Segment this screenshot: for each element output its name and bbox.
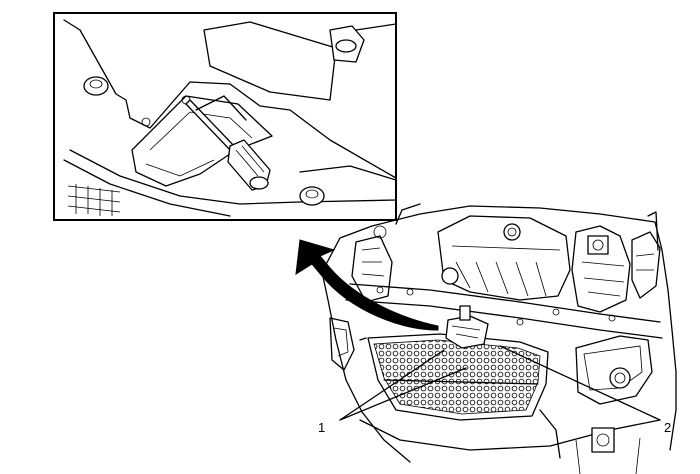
left-strut-area [351,225,393,303]
detail-inset [53,12,397,221]
left-headlamp [329,317,355,371]
right-headlamp [575,335,653,405]
screwdriver-icon [185,99,271,191]
engine-bay-components [406,211,661,326]
engine-cover [437,215,571,301]
rotation-arrow-icon [295,239,439,331]
leader-lines [339,345,661,421]
hood-bumper-right [299,186,325,206]
front-grille [359,333,549,421]
vehicle-front-view [321,203,677,474]
hood-latch [445,305,489,349]
hood-bumper-left [83,76,109,96]
callout-1: 1 [318,420,325,435]
callout-2: 2 [664,420,671,435]
grille-edge [67,184,121,216]
prop-rod-knob [329,23,396,63]
lower-bumper [359,409,661,474]
